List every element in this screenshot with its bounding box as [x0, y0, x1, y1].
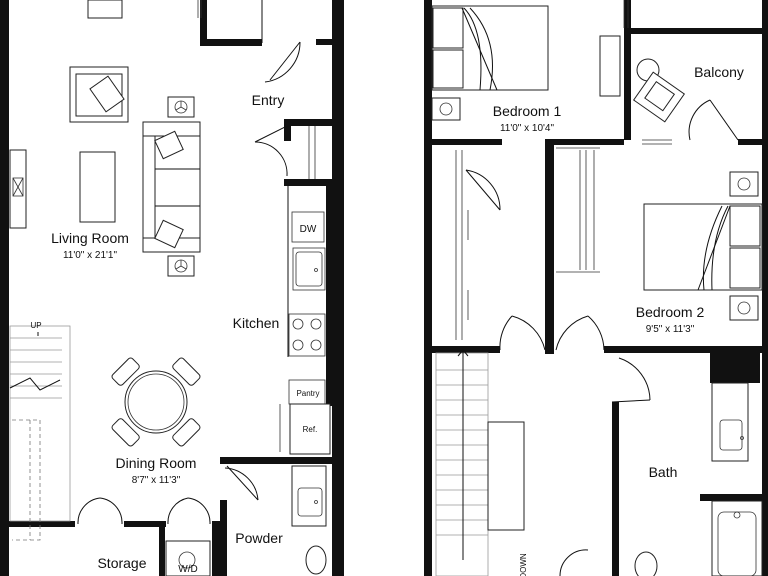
right-plan-fixtures — [431, 0, 763, 576]
bath-vanity — [711, 382, 749, 462]
fixture-label-washer-dryer: W/D — [178, 564, 197, 575]
refrigerator — [289, 403, 331, 455]
closet-divider — [545, 139, 554, 354]
dishwasher — [291, 211, 325, 243]
fixture-label-dishwasher: DW — [300, 224, 317, 235]
closet-wall-bottom — [284, 179, 336, 186]
bedroom-1-door — [499, 315, 546, 351]
nightstand-2-top — [729, 171, 759, 197]
bath-door — [611, 357, 651, 403]
stairs-label-up: UP — [30, 321, 41, 330]
bathtub — [711, 500, 763, 576]
nightstand-2-bottom — [729, 295, 759, 321]
closet-wall-side — [284, 119, 291, 141]
fixture-label-pantry: Pantry — [296, 389, 319, 398]
balcony-top-wall — [624, 28, 768, 34]
dining-set — [111, 357, 201, 447]
right-exterior-wall-left — [332, 0, 344, 576]
hall-wall-left — [424, 346, 500, 353]
room-dims-bedroom-2: 9'5" x 11'3" — [646, 324, 695, 335]
room-dims-bedroom-1: 11'0" x 10'4" — [500, 123, 555, 134]
room-label-living-room: Living Room — [51, 230, 129, 246]
bed-1 — [431, 5, 549, 91]
entry-wall-vertical — [200, 0, 207, 46]
stairs-down — [435, 349, 525, 576]
bedroom1-bottom-wall-right — [548, 139, 624, 145]
right-plan-right-wall — [762, 0, 768, 576]
powder-door — [224, 465, 259, 501]
hall-closet-door — [559, 549, 589, 576]
powder-wall-top — [220, 457, 336, 464]
balcony-door — [688, 99, 739, 141]
bedroom1-bottom-wall-left — [424, 139, 502, 145]
bath-left-wall — [612, 402, 619, 576]
balcony-chair — [632, 71, 686, 123]
right-plan-left-wall — [424, 0, 432, 576]
left-plan-walls — [0, 0, 344, 576]
room-label-kitchen: Kitchen — [233, 315, 280, 331]
hall-wall-right — [604, 346, 768, 353]
fixture-label-refrigerator: Ref. — [303, 425, 318, 434]
bath-vanity-wall — [710, 353, 760, 383]
storage-wall-divider — [159, 521, 165, 576]
storage-wall-right — [212, 521, 220, 576]
room-dims-dining-room: 8'7" x 11'3" — [132, 475, 181, 486]
entry-wall-horizontal — [200, 39, 262, 46]
storage-door — [77, 497, 211, 525]
left-exterior-wall — [0, 0, 9, 576]
room-dims-living-room: 11'0" x 21'1" — [63, 250, 118, 261]
lamp-table-top — [167, 96, 195, 118]
room-label-dining-room: Dining Room — [116, 455, 197, 471]
dresser-1 — [599, 35, 621, 97]
room-label-bath: Bath — [649, 464, 678, 480]
room-label-bedroom-1: Bedroom 1 — [493, 103, 562, 119]
stairs-up — [9, 325, 71, 541]
dining-chair-top — [87, 0, 123, 19]
labels: Living Room 11'0" x 21'1" Entry Kitchen … — [30, 64, 743, 576]
lamp-table-bottom — [167, 255, 195, 277]
bedroom1-right-wall — [624, 0, 631, 140]
room-label-entry: Entry — [252, 92, 285, 108]
closet-1-door — [465, 169, 501, 211]
stove — [288, 313, 326, 357]
powder-fixtures — [291, 465, 327, 575]
bedroom-2-door — [555, 315, 605, 351]
balcony-bottom-wall — [738, 139, 768, 145]
room-label-balcony: Balcony — [694, 64, 744, 80]
bath-tub-wall — [700, 494, 768, 501]
kitchen-partition — [326, 186, 334, 406]
coffee-table — [79, 151, 116, 223]
armchair — [69, 66, 129, 123]
washer-dryer — [165, 540, 211, 576]
storage-wall-top-mid — [124, 521, 166, 527]
kitchen-sink — [292, 247, 326, 291]
storage-wall-top-left — [9, 521, 75, 527]
entry-wall-stub — [316, 39, 336, 45]
left-plan-fixtures — [9, 0, 331, 576]
powder-wall-left — [220, 500, 227, 576]
closet-door — [254, 125, 288, 177]
entry-door — [261, 0, 301, 83]
closet-wall-top — [284, 119, 336, 126]
stairs-label-down: DOWN — [519, 553, 528, 576]
kitchen-counter — [279, 186, 331, 455]
room-label-powder: Powder — [235, 530, 283, 546]
nightstand-1 — [431, 97, 461, 121]
bath-toilet — [634, 551, 658, 576]
sofa — [142, 121, 201, 253]
room-label-storage: Storage — [97, 555, 146, 571]
room-label-bedroom-2: Bedroom 2 — [636, 304, 705, 320]
tv-console — [9, 149, 27, 229]
right-plan-walls — [424, 0, 768, 576]
bed-2 — [643, 203, 763, 291]
